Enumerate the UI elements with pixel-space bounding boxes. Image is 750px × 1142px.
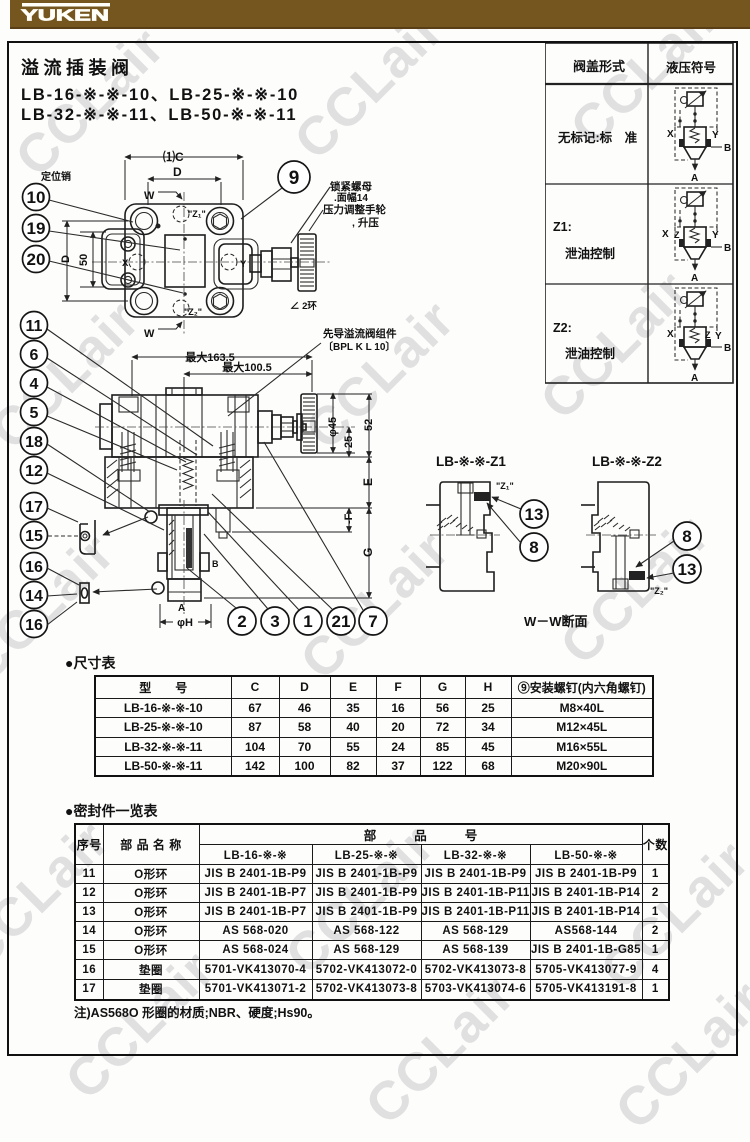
svg-text:B: B	[724, 243, 731, 254]
svg-text:⑴C: ⑴C	[163, 149, 184, 164]
svg-text:W－W断面: W－W断面	[524, 614, 588, 629]
svg-text:LB-※-※-Z2: LB-※-※-Z2	[592, 454, 662, 469]
svg-text:15: 15	[25, 528, 43, 545]
svg-text:B: B	[724, 343, 731, 354]
svg-text:X: X	[122, 258, 129, 269]
svg-text:16: 16	[25, 617, 43, 634]
svg-text:"Z₂": "Z₂"	[184, 307, 202, 317]
svg-text:, 升压: , 升压	[352, 216, 379, 229]
svg-text:"Z₁": "Z₁"	[496, 481, 514, 491]
svg-text:-F: -F	[343, 513, 355, 524]
svg-text:18: 18	[25, 434, 43, 451]
svg-text:21: 21	[332, 612, 351, 631]
svg-text:8: 8	[529, 538, 538, 557]
svg-text:5: 5	[30, 405, 39, 422]
svg-text:W: W	[144, 190, 155, 202]
svg-text:最大100.5: 最大100.5	[222, 360, 272, 374]
svg-text:.面幅14: .面幅14	[334, 191, 368, 204]
svg-text:B: B	[724, 143, 731, 154]
svg-text:Y: Y	[240, 259, 247, 270]
svg-text:1: 1	[303, 612, 312, 631]
svg-text:9: 9	[289, 168, 300, 189]
svg-text:φ45: φ45	[327, 417, 339, 437]
svg-text:压力调整手轮: 压力调整手轮	[323, 203, 386, 216]
svg-text:锁紧螺母: 锁紧螺母	[330, 180, 372, 193]
svg-text:17: 17	[25, 499, 43, 516]
svg-text:20: 20	[27, 250, 46, 269]
svg-text:定位销: 定位销	[41, 170, 71, 183]
svg-text:YUKEN: YUKEN	[21, 8, 109, 25]
svg-text:A: A	[691, 273, 698, 284]
svg-text:25: 25	[343, 436, 355, 448]
svg-text:"Z₁": "Z₁"	[188, 209, 206, 219]
svg-text:50: 50	[78, 254, 90, 266]
svg-text:6: 6	[30, 347, 39, 364]
svg-text:φH: φH	[177, 617, 193, 629]
svg-text:13: 13	[678, 560, 697, 579]
svg-text:∠ 2环: ∠ 2环	[290, 301, 317, 312]
svg-text:19: 19	[27, 219, 46, 238]
svg-text:G: G	[361, 548, 375, 557]
svg-text:X: X	[667, 129, 674, 140]
svg-text:D: D	[173, 165, 182, 179]
svg-text:12: 12	[25, 463, 43, 480]
svg-text:LB-※-※-Z1: LB-※-※-Z1	[436, 454, 506, 469]
svg-text:B: B	[212, 559, 219, 569]
svg-text:16: 16	[25, 559, 43, 576]
svg-text:Z: Z	[674, 230, 680, 240]
svg-text:11: 11	[26, 318, 43, 335]
svg-text:D: D	[60, 255, 72, 263]
svg-text:Z: Z	[705, 330, 711, 340]
svg-text:X: X	[667, 329, 674, 340]
svg-text:3: 3	[270, 612, 279, 631]
svg-text:7: 7	[368, 612, 377, 631]
svg-text:W: W	[144, 328, 155, 340]
svg-text:Y: Y	[712, 130, 719, 141]
svg-text:最大163.5: 最大163.5	[185, 350, 235, 364]
svg-text:13: 13	[525, 505, 544, 524]
svg-text:Y: Y	[712, 230, 719, 241]
svg-text:A: A	[691, 173, 698, 184]
svg-text:X: X	[662, 229, 669, 240]
svg-text:A: A	[178, 603, 185, 614]
svg-text:14: 14	[25, 588, 43, 605]
svg-text:8: 8	[682, 527, 691, 546]
svg-text:10: 10	[27, 188, 46, 207]
svg-text:Y: Y	[715, 331, 722, 342]
svg-text:2: 2	[237, 612, 246, 631]
svg-text:"Z₂": "Z₂"	[650, 586, 668, 596]
svg-text:4: 4	[30, 376, 39, 393]
svg-text:先导溢流阀组件: 先导溢流阀组件	[323, 327, 397, 340]
svg-text:A: A	[691, 373, 698, 384]
svg-text:52: 52	[363, 419, 375, 431]
svg-text:E: E	[361, 478, 375, 486]
svg-text:〔BPL K L 10〕: 〔BPL K L 10〕	[323, 340, 395, 353]
